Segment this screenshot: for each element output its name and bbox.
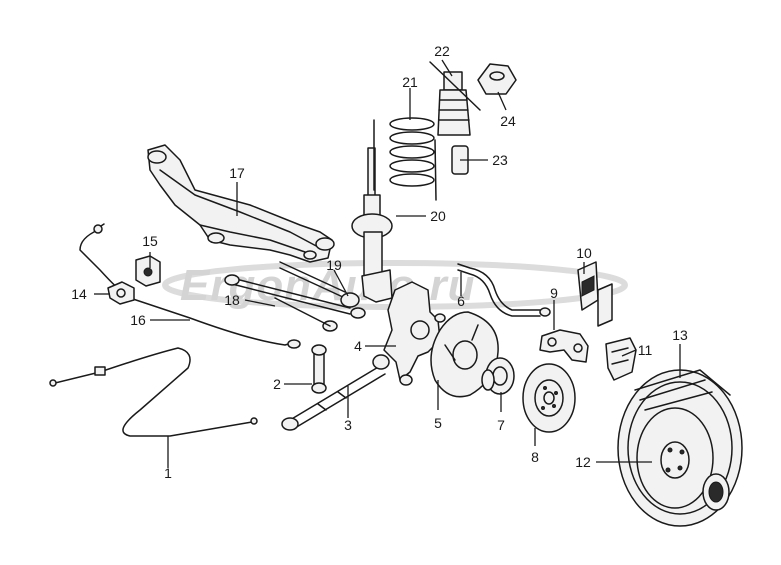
callout-23: 23 <box>492 152 508 168</box>
callout-12: 12 <box>575 454 591 470</box>
callout-7: 7 <box>497 417 505 433</box>
callout-17: 17 <box>229 165 245 181</box>
dust-boot <box>429 61 481 136</box>
callout-labels: 1 2 3 4 5 6 7 8 9 10 11 12 13 14 15 16 1… <box>71 43 688 481</box>
callout-9: 9 <box>550 285 558 301</box>
callout-13: 13 <box>672 327 688 343</box>
parking-brake-cable <box>49 347 258 437</box>
coil-spring <box>373 117 437 201</box>
callout-1: 1 <box>164 465 172 481</box>
callout-5: 5 <box>434 415 442 431</box>
lateral-link <box>224 274 351 332</box>
stabilizer-link <box>311 344 327 394</box>
callout-21: 21 <box>402 74 418 90</box>
callout-16: 16 <box>130 312 146 328</box>
callout-6: 6 <box>457 293 465 309</box>
rear-subframe <box>147 144 335 263</box>
callout-3: 3 <box>344 417 352 433</box>
caliper-springs <box>605 337 637 381</box>
wheel-and-tire <box>617 369 743 527</box>
hub-bearing <box>481 357 515 395</box>
callout-15: 15 <box>142 233 158 249</box>
callout-14: 14 <box>71 286 87 302</box>
lower-arm <box>281 354 390 431</box>
callout-19: 19 <box>326 257 342 273</box>
callout-22: 22 <box>434 43 450 59</box>
callout-20: 20 <box>430 208 446 224</box>
callout-8: 8 <box>531 449 539 465</box>
strut-top-mount <box>477 63 517 95</box>
steering-knuckle <box>383 281 446 386</box>
shock-absorber <box>351 147 393 303</box>
callout-10: 10 <box>576 245 592 261</box>
callout-4: 4 <box>354 338 362 354</box>
callout-18: 18 <box>224 292 240 308</box>
callout-11: 11 <box>638 342 653 358</box>
callout-24: 24 <box>500 113 516 129</box>
caliper-carrier <box>539 329 589 363</box>
stabilizer-clamp <box>107 281 135 305</box>
callout-2: 2 <box>273 376 281 392</box>
brake-dust-shield <box>430 311 499 398</box>
trailing-link <box>279 261 366 319</box>
brake-hose <box>457 263 551 317</box>
brake-disc <box>522 363 576 433</box>
leader-lines <box>94 59 681 468</box>
brake-pads <box>577 261 613 327</box>
stabilizer-bushing <box>135 255 161 287</box>
